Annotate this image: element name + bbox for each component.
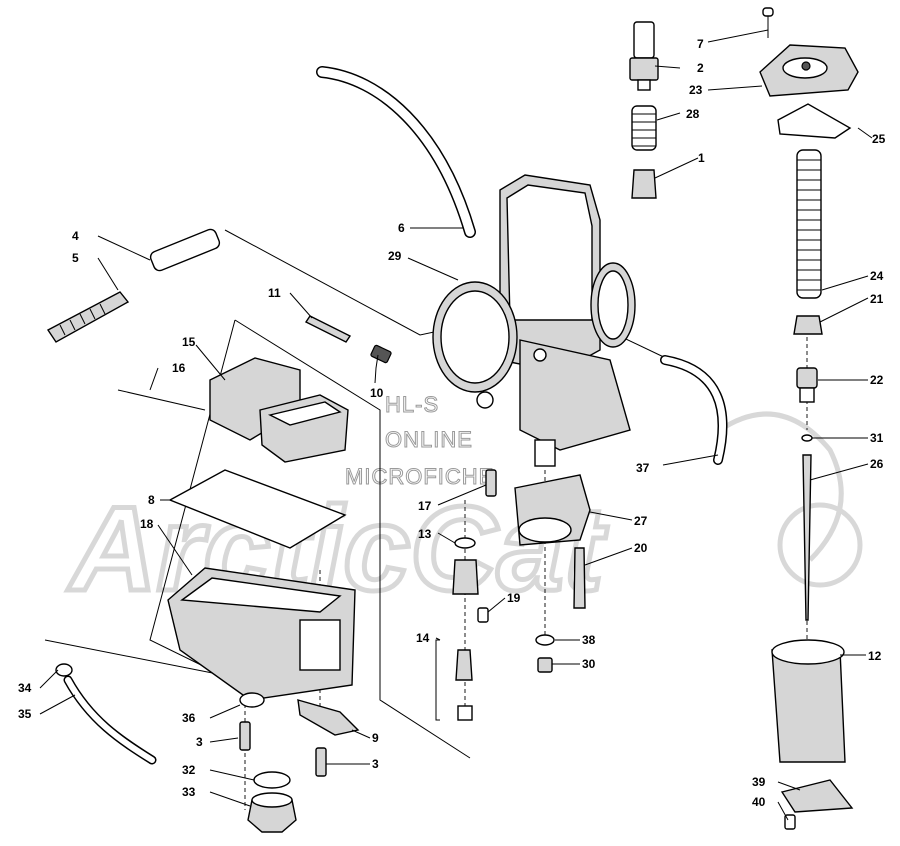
part-cap-gasket [777,103,852,139]
callout-19: 19 [507,591,521,605]
callout-8: 8 [148,493,155,507]
part-o-ring-32 [253,771,291,789]
callout-37: 37 [636,461,650,475]
part-needle-retainer [793,315,823,335]
callout-21: 21 [870,292,884,306]
callout-3-left: 3 [196,735,203,749]
callout-4: 4 [72,229,79,243]
callout-30: 30 [582,657,596,671]
callout-15: 15 [182,335,196,349]
part-float [209,357,349,463]
part-vent-hose [316,66,476,238]
callout-28: 28 [686,107,700,121]
callout-11: 11 [268,286,281,300]
callout-3-right: 3 [372,757,379,771]
callout-27: 27 [634,514,648,528]
callout-26: 26 [870,457,884,471]
callout-5: 5 [72,251,79,265]
part-slide-plate [780,779,854,813]
leader-lines [39,29,873,821]
watermark-line-1: HL-S [385,392,439,417]
part-screw-3b [315,747,327,777]
part-float-bowl [167,567,356,701]
part-choke-plunger [573,547,586,609]
callout-25: 25 [872,132,886,146]
part-cap-screw [762,7,774,38]
part-overflow-hose [63,675,157,765]
callout-labels: 7 2 23 28 1 25 24 21 22 31 26 12 39 40 2… [18,37,886,809]
callout-7: 7 [697,37,704,51]
callout-34: 34 [18,681,32,695]
callout-23: 23 [689,83,703,97]
part-choke-housing [514,474,591,546]
part-washer-36 [239,692,265,708]
watermark-line-3: MICROFICHE [345,464,494,489]
callout-29: 29 [388,249,402,263]
part-needle-holder [796,367,818,403]
callout-18: 18 [140,517,154,531]
callout-16: 16 [172,361,186,375]
part-o-ring-13 [454,537,476,549]
callout-32: 32 [182,763,196,777]
part-jet-needle [802,454,812,621]
part-screw-3a [239,721,251,751]
part-throttle-slide [771,639,846,763]
callout-31: 31 [870,431,884,445]
watermark-cat-icon [718,411,844,562]
part-air-screw [46,228,221,343]
part-main-jet-assembly [435,559,479,721]
callout-1: 1 [698,151,705,165]
part-cable-adjuster [629,21,659,91]
part-pilot-screw [304,315,352,343]
part-adjuster-spring [631,105,657,151]
watermark-line-2: ONLINE [385,427,473,452]
callout-13: 13 [418,527,432,541]
callout-20: 20 [634,541,648,555]
part-plug [370,344,392,364]
part-float-pin [117,389,206,411]
part-washer-38 [535,634,555,646]
callout-39: 39 [752,775,766,789]
part-e-clip [801,434,813,442]
part-nut-30 [537,657,553,673]
callout-12: 12 [868,649,882,663]
part-bowl-bracket [297,699,360,736]
callout-36: 36 [182,711,196,725]
callout-9: 9 [372,731,379,745]
part-needle-jet-17 [485,469,497,497]
part-hose-clamp [55,663,73,677]
part-drain-hose [660,355,728,465]
part-drain-plug [247,792,297,833]
part-slide-spring [796,149,822,299]
callout-40: 40 [752,795,766,809]
callout-35: 35 [18,707,32,721]
callout-38: 38 [582,633,596,647]
callout-6: 6 [398,221,405,235]
watermark-wheel-icon [777,502,863,588]
part-carburetor-body [432,174,636,467]
part-bowl-gasket [168,469,347,549]
callout-22: 22 [870,373,884,387]
part-screw-19 [477,607,489,623]
callout-17: 17 [418,499,432,513]
part-top-cap [759,44,859,97]
callout-24: 24 [870,269,884,283]
part-cable-sleeve [631,169,657,199]
callout-14: 14 [416,631,430,645]
callout-2: 2 [697,61,704,75]
callout-33: 33 [182,785,196,799]
callout-10: 10 [370,386,384,400]
